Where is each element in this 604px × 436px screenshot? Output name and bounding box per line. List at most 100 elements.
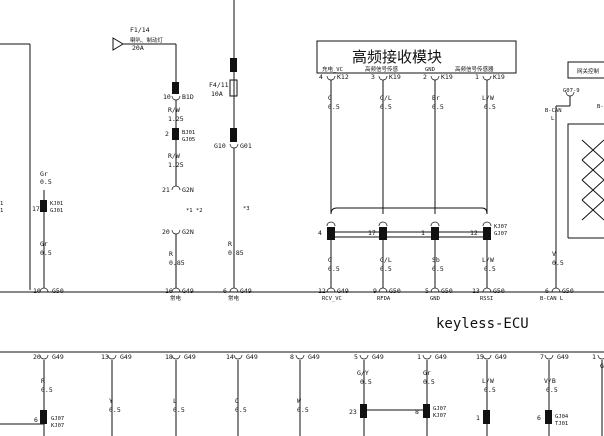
- svg-text:G49: G49: [435, 353, 447, 361]
- fuse2-amp: 10A: [211, 90, 223, 98]
- gateway-can-label-2: B-: [597, 104, 604, 110]
- colA-note: *1 *2: [186, 208, 203, 214]
- svg-text:G49: G49: [184, 353, 196, 361]
- colB-c1-conn: G01: [240, 142, 252, 150]
- mod-bottom-pin-1: 12: [318, 287, 326, 295]
- svg-text:Br: Br: [432, 94, 440, 102]
- gateway-v-color: V: [552, 250, 556, 258]
- colB-bottom-label: 常电: [228, 294, 240, 302]
- split-conn-1: KJ07: [494, 224, 507, 230]
- colB-w-color: R: [228, 240, 232, 248]
- left-wire-color: Gr: [40, 170, 48, 178]
- rf-pin-label-3: GND: [425, 67, 435, 73]
- lower-wire-3-gauge: 0.5: [432, 265, 444, 273]
- lower-wire-1-color: G: [328, 256, 332, 264]
- svg-text:KJ07: KJ07: [433, 413, 446, 419]
- svg-text:0.5: 0.5: [484, 103, 496, 111]
- colA-c3-conn: G2N: [182, 186, 194, 194]
- svg-text:G49: G49: [52, 353, 64, 361]
- svg-text:0.5: 0.5: [380, 103, 392, 111]
- mod-bottom-label-2: RFDA: [377, 296, 391, 302]
- svg-text:G/Y: G/Y: [357, 369, 369, 377]
- svg-text:0.5: 0.5: [484, 386, 496, 394]
- svg-text:L: L: [173, 397, 177, 405]
- svg-text:6: 6: [34, 416, 38, 424]
- colA-bottom-conn: G49: [182, 287, 194, 295]
- mod-bottom-pin-3: 5: [425, 287, 429, 295]
- left-wire-gauge: 0.5: [40, 178, 52, 186]
- svg-text:V/B: V/B: [544, 377, 556, 385]
- rf-module-title: 高频接收模块: [352, 48, 442, 66]
- colA-c1-pin: 10: [163, 93, 171, 101]
- gateway-bracket: [567, 123, 604, 238]
- split-conn-2: GJ07: [494, 231, 507, 237]
- mod-pin-1-conn: K12: [337, 73, 349, 81]
- colA-c2-pin: 2: [165, 130, 169, 138]
- svg-text:0.5: 0.5: [297, 406, 309, 414]
- colB-c1-pin: G10: [214, 142, 226, 150]
- fuse1-desc: 喇叭、制动灯: [130, 36, 164, 44]
- svg-text:8: 8: [290, 353, 294, 361]
- svg-text:13: 13: [101, 353, 109, 361]
- svg-text:G: G: [328, 94, 332, 102]
- svg-text:Gr: Gr: [423, 369, 431, 377]
- splice-top-curve: [330, 207, 488, 215]
- gateway-bottom-conn: G50: [562, 287, 574, 295]
- svg-text:Y: Y: [109, 397, 113, 405]
- svg-text:G49: G49: [372, 353, 384, 361]
- mod-pin-2: 3: [371, 73, 375, 81]
- svg-text:KJ07: KJ07: [51, 423, 64, 429]
- left-conn-2: GJ01: [50, 208, 63, 214]
- colB-bottom-conn: G49: [240, 287, 252, 295]
- gateway-bottom-label: B-CAN L: [540, 296, 564, 302]
- module-wire-2: G/L 0.5: [380, 80, 392, 214]
- mod-pin-3: 2: [423, 73, 427, 81]
- lower-wire-1-gauge: 0.5: [328, 265, 340, 273]
- svg-text:0.5: 0.5: [432, 103, 444, 111]
- colA-connector-2: [172, 128, 179, 140]
- mod-bottom-label-3: GND: [430, 296, 440, 302]
- mod-pin-1: 4: [319, 73, 323, 81]
- colB-w-gauge: 0.85: [228, 249, 244, 257]
- fuse1-name: F1/14: [130, 26, 150, 34]
- left-connector: [40, 200, 47, 212]
- mod-bottom-label-4: RSSI: [480, 296, 493, 302]
- lower-wire-2-color: G/L: [380, 256, 392, 264]
- fuse1-arrow-icon: [112, 37, 124, 51]
- svg-text:18: 18: [165, 353, 173, 361]
- svg-text:G49: G49: [557, 353, 569, 361]
- twisted-pair: [581, 139, 604, 221]
- colA-c2-conn2: GJ05: [182, 137, 195, 143]
- colA-w3-gauge: 0.85: [169, 259, 185, 267]
- colA-w2-color: R/W: [168, 152, 180, 160]
- splice-connector-row: [326, 221, 492, 240]
- left-side-label-1: 1: [0, 201, 3, 207]
- svg-text:8: 8: [415, 408, 419, 416]
- colA-c1-conn: B1D: [182, 93, 194, 101]
- lower-wire-4-gauge: 0.5: [484, 265, 496, 273]
- split-pin-1: 4: [318, 229, 322, 237]
- colA-bottom-label: 常电: [170, 294, 182, 302]
- svg-text:5: 5: [354, 353, 358, 361]
- svg-text:0.5: 0.5: [109, 406, 121, 414]
- svg-text:GJ07: GJ07: [51, 416, 64, 422]
- colB-top-connector: [230, 58, 237, 72]
- gateway-can-sub: L: [551, 116, 555, 122]
- left-conn-pin: 17: [32, 205, 40, 213]
- rf-module-box: [316, 40, 517, 74]
- mod-pin-4-conn: K19: [493, 73, 505, 81]
- colA-w1-gauge: 1.25: [168, 115, 184, 123]
- svg-text:G/L: G/L: [380, 94, 392, 102]
- colA-c3-pin: 21: [162, 186, 170, 194]
- split-pin-4: 12: [470, 229, 478, 237]
- gateway-box: [567, 61, 604, 79]
- svg-text:GJ04: GJ04: [555, 414, 569, 420]
- left-bottom-conn: G50: [52, 287, 64, 295]
- ecu-label: keyless-ECU: [436, 316, 529, 332]
- gateway-conn: G07-9: [563, 88, 580, 94]
- svg-text:1: 1: [592, 353, 596, 361]
- svg-text:0.5: 0.5: [235, 406, 247, 414]
- svg-text:G49: G49: [120, 353, 132, 361]
- svg-text:6: 6: [537, 414, 541, 422]
